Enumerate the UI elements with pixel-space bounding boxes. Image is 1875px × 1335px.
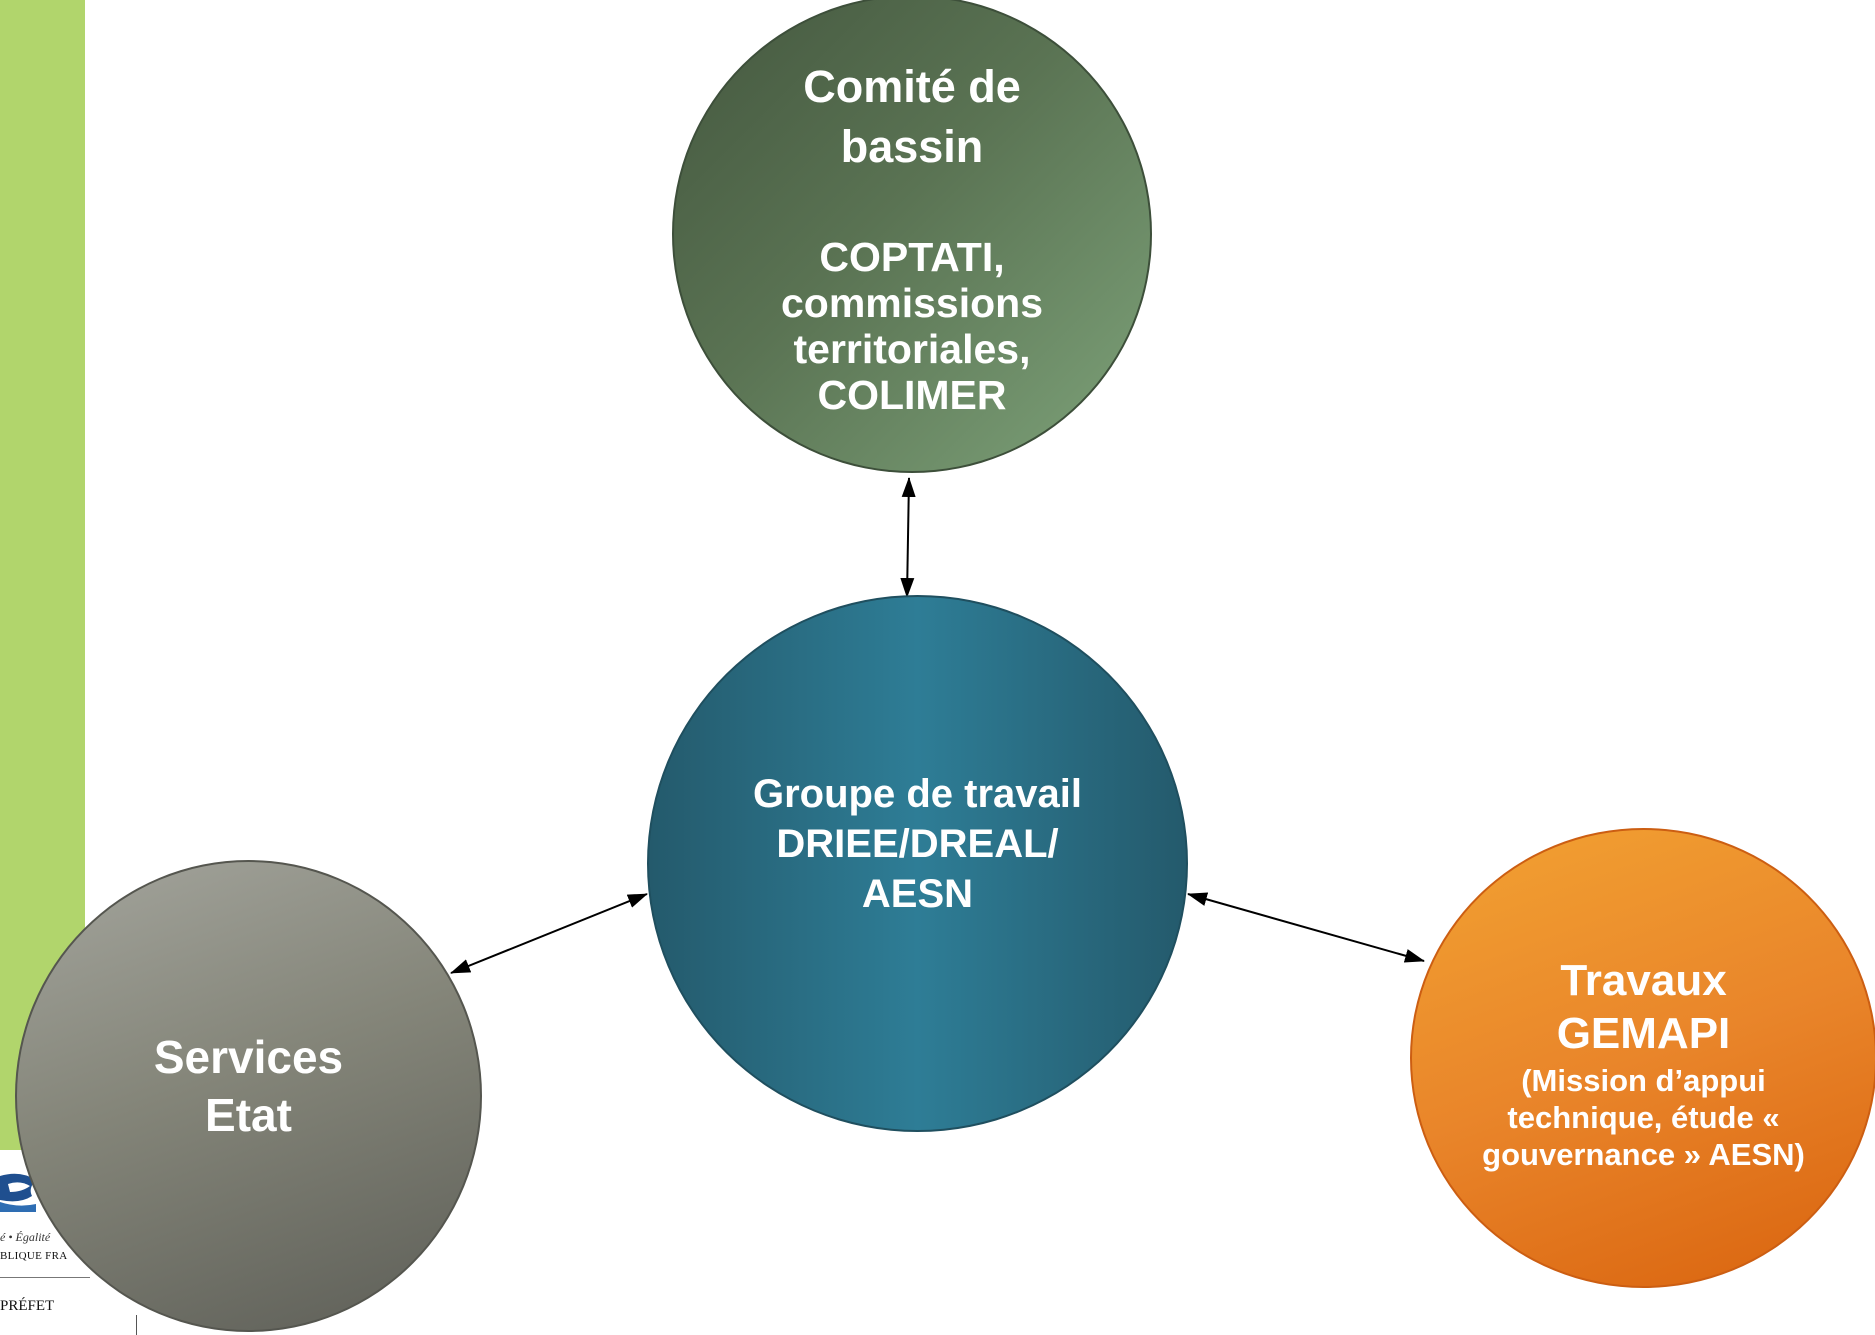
- arrow-comite-groupe: [900, 477, 916, 598]
- logo-republic: BLIQUE FRA: [0, 1250, 68, 1262]
- arrow-services-groupe: [450, 893, 648, 974]
- logo-prefet: PRÉFET: [0, 1298, 55, 1314]
- logo-motto: é • Égalité: [0, 1230, 51, 1244]
- node-gemapi-subtitle: (Mission d’appui technique, étude « gouv…: [1482, 1062, 1805, 1172]
- node-travaux-gemapi: Travaux GEMAPI (Mission d’appui techniqu…: [1410, 828, 1875, 1288]
- logo-vertical-divider: [136, 1315, 137, 1335]
- node-services-title: Services Etat: [153, 1031, 344, 1141]
- node-comite-title: Comité de bassin: [803, 61, 1021, 172]
- node-gemapi-title: Travaux GEMAPI: [1556, 955, 1731, 1058]
- logo-divider: [0, 1277, 90, 1278]
- node-services-etat: Services Etat: [15, 860, 482, 1332]
- node-groupe-title: Groupe de travail DRIEE/DREAL/ AESN: [753, 771, 1082, 916]
- arrow-groupe-gemapi: [1187, 892, 1425, 963]
- side-band: [0, 0, 85, 1160]
- node-groupe-de-travail: Groupe de travail DRIEE/DREAL/ AESN: [647, 595, 1188, 1132]
- node-comite-de-bassin: Comité de bassin COPTATI, commissions te…: [672, 0, 1152, 473]
- node-comite-subtitle: COPTATI, commissions territoriales, COLI…: [780, 234, 1044, 418]
